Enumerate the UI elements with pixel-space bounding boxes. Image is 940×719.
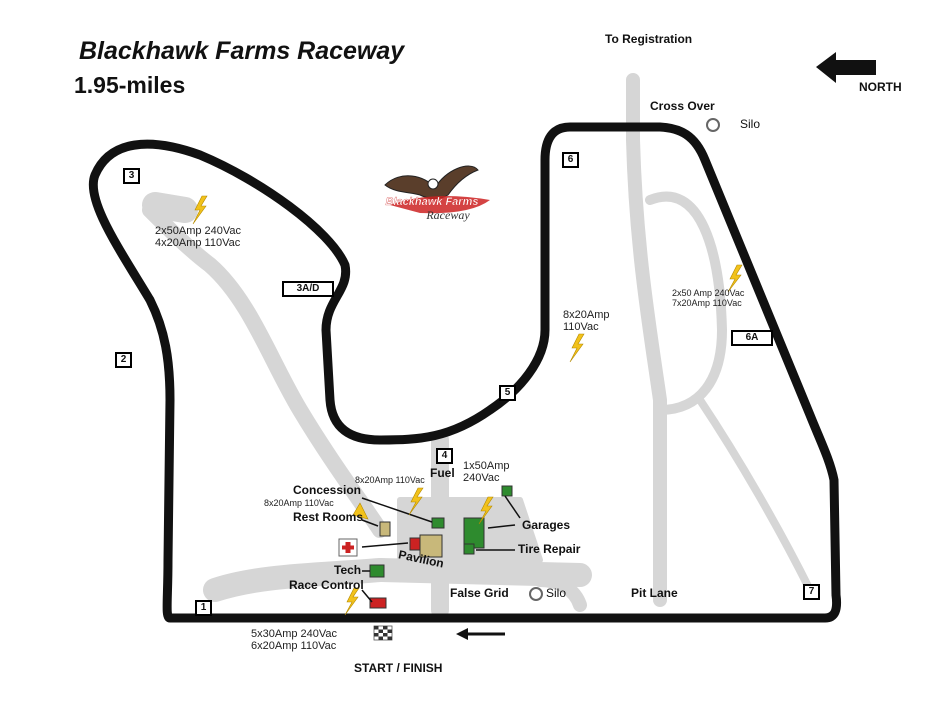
checkered-flag-icon (373, 625, 393, 641)
garage-small-building (501, 485, 513, 497)
lightning-bolt-icon (727, 264, 743, 293)
lightning-bolt-icon (344, 587, 360, 616)
north-label: NORTH (859, 80, 902, 94)
turn-marker-3a-d: 3A/D (282, 281, 334, 297)
start-finish-label: START / FINISH (354, 661, 443, 675)
lightning-bolt-icon (352, 502, 369, 520)
rest-rooms-label: Rest Rooms (293, 510, 364, 524)
tire-repair-label: Tire Repair (518, 542, 581, 556)
race-track (88, 122, 842, 623)
tech-label: Tech (334, 563, 362, 577)
buildings (369, 485, 513, 609)
turn-marker-5: 5 (499, 385, 516, 401)
track-length: 1.95-miles (74, 72, 186, 98)
road-turn3-paddock (142, 202, 388, 538)
power-label-fuel-area: 8x20Amp 110Vac (355, 475, 425, 485)
turn-marker-2: 2 (115, 352, 132, 368)
false-grid-label: False Grid (450, 586, 509, 600)
turn-marker-3: 3 (123, 168, 140, 184)
arrow-left-icon (456, 628, 505, 640)
road-loop-east (645, 191, 727, 415)
page-title: Blackhawk Farms Raceway (79, 37, 405, 65)
power-label-turn6a: 2x50 Amp 240Vac 7x20Amp 110Vac (672, 288, 745, 308)
pit-lane-label: Pit Lane (631, 586, 678, 600)
lightning-bolt-icon (408, 487, 424, 516)
logo-text-line1: Blackhawk Farms (386, 196, 479, 208)
silo-icon-top (706, 118, 720, 132)
to-registration-label: To Registration (605, 32, 693, 46)
turn-marker-6: 6 (562, 152, 579, 168)
turn-marker-7: 7 (803, 584, 820, 600)
garages-label: Garages (522, 518, 571, 532)
turn-marker-1: 1 (195, 600, 212, 616)
cross-over-label: Cross Over (650, 99, 715, 113)
rest-rooms-building (379, 521, 391, 537)
silo-icon-bottom (529, 587, 543, 601)
power-label-turn5: 8x20Amp 110Vac (563, 309, 610, 334)
lightning-bolt-icon (569, 333, 585, 363)
power-label-start-finish: 5x30Amp 240Vac 6x20Amp 110Vac (251, 628, 338, 653)
logo-text-line2: Raceway (425, 208, 470, 222)
pavilion-building (419, 534, 443, 558)
race-control-building (369, 597, 387, 609)
lightning-bolt-icon (192, 195, 208, 225)
road-paddock-main (203, 558, 592, 602)
tech-building (369, 564, 385, 578)
turn-marker-4: 4 (436, 448, 453, 464)
silo-label-bottom: Silo (546, 586, 567, 600)
silo-label-top: Silo (740, 117, 761, 131)
road-pit-entry (533, 573, 587, 612)
fuel-label: Fuel (430, 466, 455, 480)
red-cross-icon (338, 538, 358, 557)
tire-repair-building (463, 543, 475, 555)
concession-label: Concession (293, 483, 362, 497)
power-label-turn3: 2x50Amp 240Vac 4x20Amp 110Vac (155, 225, 242, 250)
lightning-bolt-icon (478, 496, 494, 525)
road-crossover (626, 73, 667, 607)
power-label-rest-rooms: 8x20Amp 110Vac (264, 498, 334, 508)
paddock-turn3 (142, 192, 198, 223)
leader-lines (361, 495, 521, 603)
turn-marker-6a: 6A (731, 330, 773, 346)
first-aid-building (409, 537, 421, 551)
blackhawk-farms-logo (384, 165, 490, 214)
power-label-garages: 1x50Amp 240Vac (463, 460, 510, 485)
concession-building (431, 517, 445, 529)
road-to-turn7 (696, 396, 814, 594)
race-control-label: Race Control (289, 578, 364, 592)
north-arrow-icon (816, 52, 876, 83)
